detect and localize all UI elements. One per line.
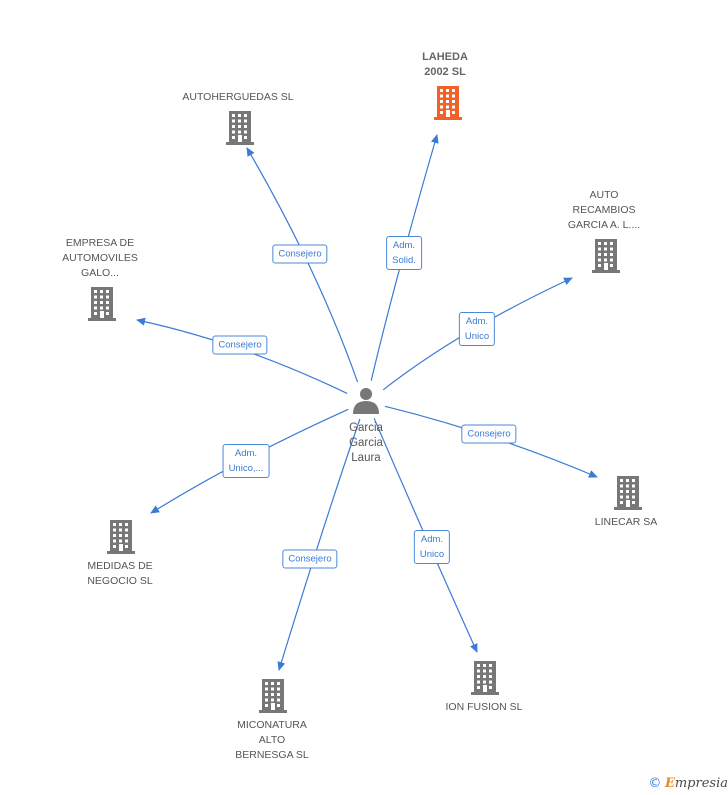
edge-label-laheda: Adm. Solid.: [386, 236, 422, 270]
person-name-label[interactable]: Garcia Garcia Laura: [349, 422, 383, 464]
building-icon-autoherguedas[interactable]: [226, 111, 254, 145]
company-label-autoherguedas[interactable]: AUTOHERGUEDAS SL: [182, 91, 294, 103]
copyright-symbol: ©: [648, 776, 662, 791]
building-icon-miconatura[interactable]: [259, 679, 287, 713]
edge-label-miconatura: Consejero: [282, 549, 338, 569]
building-icon-auto-recambios[interactable]: [592, 239, 620, 273]
edge-label-empresa-automoviles: Consejero: [212, 335, 268, 355]
company-label-ion-fusion[interactable]: ION FUSION SL: [445, 701, 523, 713]
company-label-empresa-automoviles[interactable]: EMPRESA DE AUTOMOVILES GALO...: [62, 237, 138, 279]
edge-label-auto-recambios: Adm. Unico: [458, 312, 496, 346]
edge-miconatura: [277, 418, 361, 671]
person-icon[interactable]: [353, 388, 379, 414]
company-label-auto-recambios[interactable]: AUTO RECAMBIOS GARCIA A. L....: [567, 189, 641, 231]
company-label-laheda[interactable]: LAHEDA 2002 SL: [422, 51, 468, 78]
company-label-medidas-negocio[interactable]: MEDIDAS DE NEGOCIO SL: [87, 560, 153, 587]
edge-label-ion-fusion: Adm. Unico: [413, 530, 451, 564]
company-label-miconatura[interactable]: MICONATURA ALTO BERNESGA SL: [235, 719, 309, 761]
edge-empresa-automoviles: [136, 317, 348, 394]
edge-label-autoherguedas: Consejero: [272, 244, 328, 264]
building-icon-medidas-negocio[interactable]: [107, 520, 135, 554]
edge-autoherguedas: [246, 147, 359, 383]
building-icon-linecar[interactable]: [614, 476, 642, 510]
building-icon-ion-fusion[interactable]: [471, 661, 499, 695]
edge-label-medidas-negocio: Adm. Unico,...: [222, 444, 270, 478]
edge-label-linecar: Consejero: [461, 424, 517, 444]
building-icon-laheda[interactable]: [434, 86, 462, 120]
company-label-linecar[interactable]: LINECAR SA: [594, 516, 658, 528]
building-icon-empresa-automoviles[interactable]: [88, 287, 116, 321]
footer-brand: © Empresia: [648, 775, 728, 791]
empresia-logo: Empresia: [664, 776, 728, 791]
